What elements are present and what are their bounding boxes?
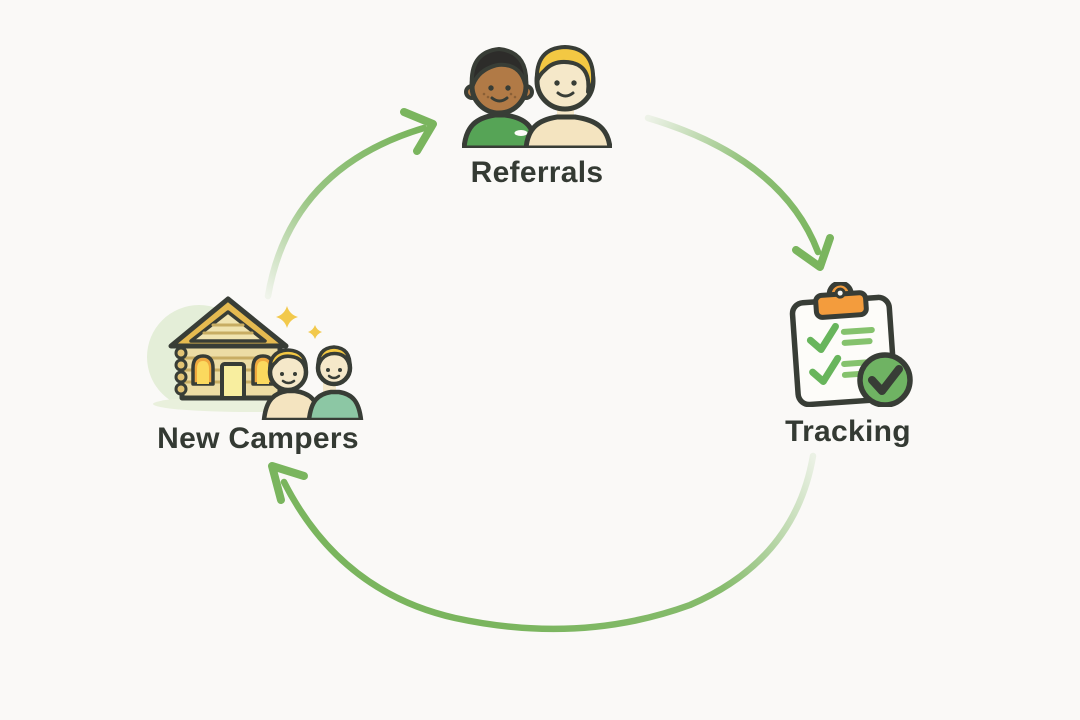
arrowhead-campers-to-referrals <box>400 108 437 155</box>
arrow-tracking-to-campers <box>280 452 817 633</box>
node-tracking: Tracking <box>723 282 973 449</box>
camper-boy <box>306 345 364 420</box>
node-label-new-campers: New Campers <box>157 422 359 455</box>
log-cabin <box>168 296 289 401</box>
arrow-campers-to-referrals <box>264 124 428 300</box>
checkmark <box>808 354 841 385</box>
cabin-door <box>220 362 246 400</box>
node-referrals: Referrals <box>412 36 662 190</box>
sparkle-icon <box>308 325 322 339</box>
arrow-referrals-to-tracking <box>644 114 822 256</box>
clip-ring <box>834 287 846 299</box>
arrowhead-referrals-to-tracking <box>792 234 834 271</box>
checkmark <box>806 322 839 354</box>
sparkle-icon <box>276 306 298 328</box>
check-badge <box>856 352 913 407</box>
two-people-icon <box>462 45 612 148</box>
node-new-campers: New Campers <box>133 280 383 456</box>
person-blonde-hair <box>523 45 612 148</box>
arrowhead-tracking-to-campers <box>268 462 308 504</box>
node-label-tracking: Tracking <box>785 415 911 448</box>
person-dark-hair <box>462 47 539 148</box>
cabin-with-kids-icon <box>147 296 364 420</box>
clipboard-checklist-icon <box>789 282 913 407</box>
node-label-referrals: Referrals <box>470 156 604 189</box>
